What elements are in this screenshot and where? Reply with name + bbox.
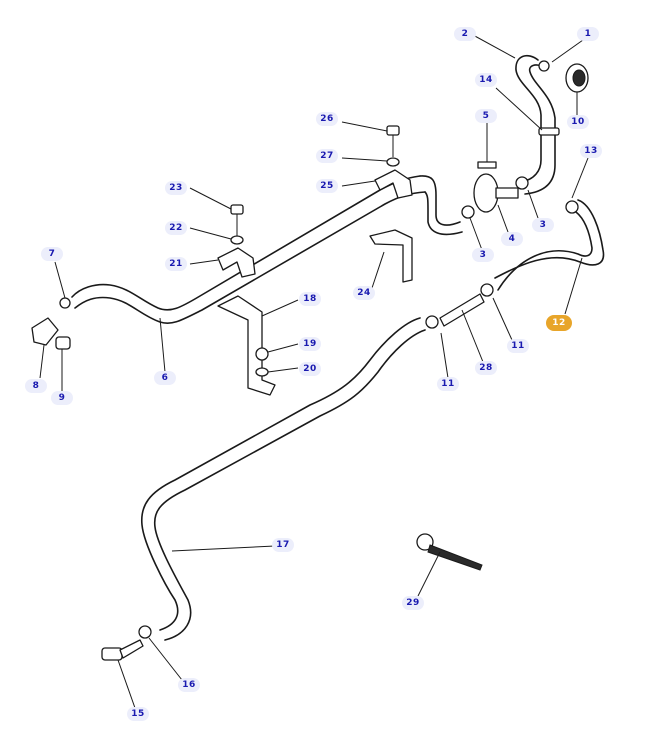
callout-11[interactable]: 11 bbox=[437, 377, 459, 391]
clamps bbox=[59, 60, 579, 639]
callout-5[interactable]: 5 bbox=[475, 109, 497, 123]
callout-15[interactable]: 15 bbox=[127, 707, 149, 721]
callout-12-selected[interactable]: 12 bbox=[546, 315, 572, 331]
callout-19[interactable]: 19 bbox=[299, 337, 321, 351]
callout-10[interactable]: 10 bbox=[567, 115, 589, 129]
callout-13[interactable]: 13 bbox=[580, 144, 602, 158]
callout-28[interactable]: 28 bbox=[475, 361, 497, 375]
callout-9[interactable]: 9 bbox=[51, 391, 73, 405]
callout-1[interactable]: 1 bbox=[577, 27, 599, 41]
callout-27[interactable]: 27 bbox=[316, 149, 338, 163]
callout-7[interactable]: 7 bbox=[41, 247, 63, 261]
callout-4[interactable]: 4 bbox=[501, 232, 523, 246]
hose-2 bbox=[515, 54, 556, 195]
valve-4 bbox=[473, 161, 519, 213]
bracket-24 bbox=[369, 229, 413, 283]
callout-21[interactable]: 21 bbox=[165, 257, 187, 271]
callout-26[interactable]: 26 bbox=[316, 112, 338, 126]
callout-2[interactable]: 2 bbox=[454, 27, 476, 41]
callout-25[interactable]: 25 bbox=[316, 179, 338, 193]
clip-29 bbox=[416, 533, 483, 571]
callout-6[interactable]: 6 bbox=[154, 371, 176, 385]
fittings bbox=[31, 317, 144, 661]
callout-22[interactable]: 22 bbox=[165, 221, 187, 235]
callout-23[interactable]: 23 bbox=[165, 181, 187, 195]
callout-3[interactable]: 3 bbox=[532, 218, 554, 232]
callout-24[interactable]: 24 bbox=[353, 286, 375, 300]
callout-3[interactable]: 3 bbox=[472, 248, 494, 262]
callout-17[interactable]: 17 bbox=[272, 538, 294, 552]
grommet-10 bbox=[565, 63, 589, 93]
bolts bbox=[230, 125, 400, 377]
leader-lines bbox=[39, 34, 589, 709]
callout-20[interactable]: 20 bbox=[299, 362, 321, 376]
callout-8[interactable]: 8 bbox=[25, 379, 47, 393]
bracket-18 bbox=[217, 295, 276, 396]
callout-14[interactable]: 14 bbox=[475, 73, 497, 87]
bracket-21 bbox=[217, 247, 256, 278]
hose-12 bbox=[494, 199, 605, 291]
callout-18[interactable]: 18 bbox=[299, 292, 321, 306]
callout-11[interactable]: 11 bbox=[507, 339, 529, 353]
hose-17 bbox=[140, 317, 426, 641]
callout-29[interactable]: 29 bbox=[402, 596, 424, 610]
bracket-25 bbox=[374, 169, 413, 199]
callout-16[interactable]: 16 bbox=[178, 678, 200, 692]
